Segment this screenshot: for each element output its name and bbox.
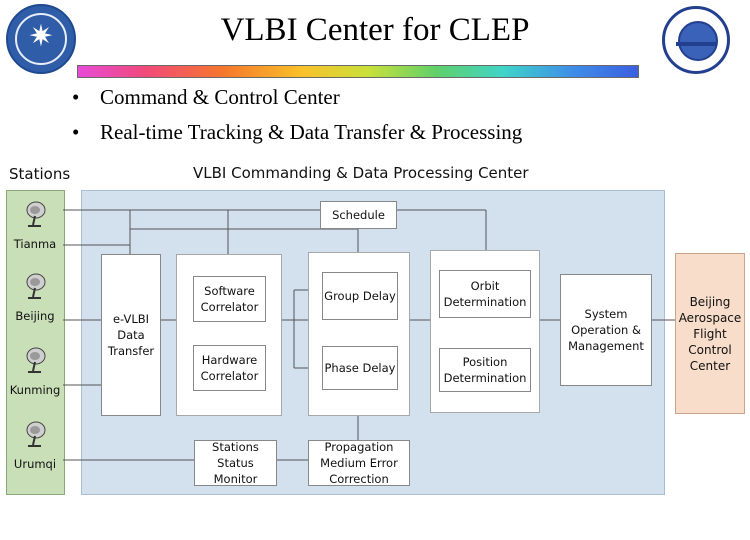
bullet-icon: • <box>72 85 80 109</box>
rainbow-divider <box>77 65 639 78</box>
page-title: VLBI Center for CLEP <box>220 12 530 48</box>
station-label: Kunming <box>9 383 61 397</box>
phase-delay-box: Phase Delay <box>322 346 398 390</box>
stations-heading: Stations <box>9 165 71 183</box>
station-label: Urumqi <box>13 457 57 471</box>
bullet-item: • Real-time Tracking & Data Transfer & Pr… <box>72 119 522 154</box>
system-operation-box: System Operation & Management <box>560 274 652 386</box>
station-label: Tianma <box>13 237 57 251</box>
logo-emblem-icon <box>678 21 718 61</box>
software-correlator-box: Software Correlator <box>193 276 266 322</box>
group-delay-box: Group Delay <box>322 272 398 320</box>
antenna-dish-icon <box>23 420 47 447</box>
hardware-correlator-box: Hardware Correlator <box>193 345 266 391</box>
antenna-dish-icon <box>23 272 47 299</box>
logo-bar <box>676 42 716 46</box>
bullet-list: • Command & Control Center • Real-time Tra… <box>72 84 522 154</box>
antenna-dish-icon <box>23 346 47 373</box>
bullet-text: Command & Control Center <box>100 85 340 109</box>
antenna-dish-icon <box>23 200 47 227</box>
bullet-text: Real-time Tracking & Data Transfer & Pro… <box>100 120 523 144</box>
stations-status-monitor-box: Stations Status Monitor <box>194 440 277 486</box>
beijing-control-center-box: Beijing Aerospace Flight Control Center <box>675 253 745 414</box>
evlbi-data-transfer-box: e-VLBI Data Transfer <box>101 254 161 416</box>
institution-logo-right <box>662 6 730 74</box>
institution-logo-left: ✷ <box>6 4 76 74</box>
center-heading: VLBI Commanding & Data Processing Center <box>193 164 529 182</box>
station-label: Beijing <box>15 309 55 323</box>
bullet-item: • Command & Control Center <box>72 84 522 119</box>
orbit-determination-box: Orbit Determination <box>439 270 531 318</box>
stations-panel <box>6 190 65 495</box>
logo-emblem-icon: ✷ <box>28 19 54 54</box>
propagation-correction-box: Propagation Medium Error Correction <box>308 440 410 486</box>
logo-ring <box>15 13 67 65</box>
schedule-box: Schedule <box>320 201 397 229</box>
bullet-icon: • <box>72 120 80 144</box>
position-determination-box: Position Determination <box>439 348 531 392</box>
